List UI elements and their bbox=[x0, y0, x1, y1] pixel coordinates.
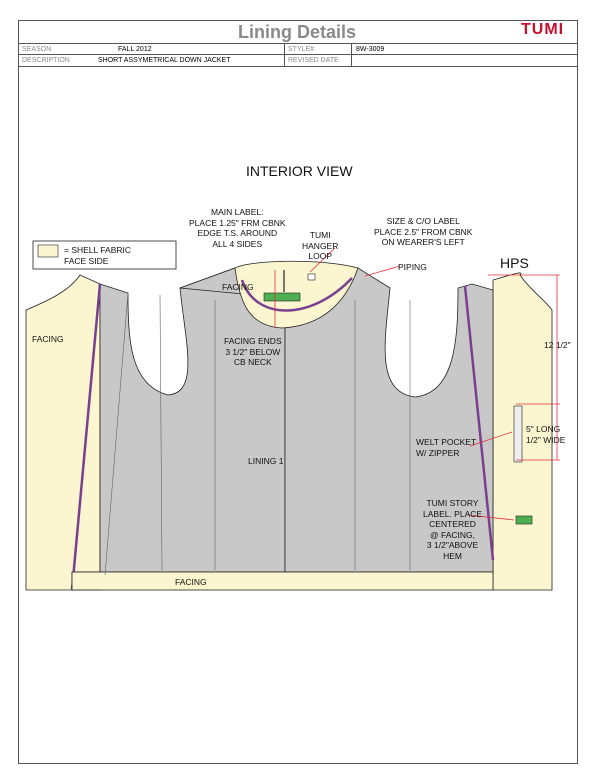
description-value: SHORT ASSYMETRICAL DOWN JACKET bbox=[98, 57, 231, 64]
legend-swatch bbox=[37, 244, 59, 258]
tumi-logo: TUMI bbox=[521, 21, 565, 38]
style-label: STYLE# bbox=[288, 46, 315, 53]
divider bbox=[351, 55, 352, 66]
length-dimension: 12 1/2" bbox=[544, 340, 571, 350]
divider bbox=[284, 44, 285, 55]
page-title: Lining Details bbox=[237, 22, 356, 42]
main-label-note: MAIN LABEL: PLACE 1.25" FRM CBNK EDGE T.… bbox=[189, 207, 286, 249]
page-frame bbox=[18, 20, 578, 764]
seam-line bbox=[159, 294, 163, 571]
season-value: FALL 2012 bbox=[118, 46, 152, 53]
pocket-dimension: 5" LONG 1/2" WIDE bbox=[526, 424, 566, 445]
view-title: INTERIOR VIEW bbox=[246, 163, 353, 179]
right-piping bbox=[463, 285, 495, 561]
left-facing-label: FACING bbox=[32, 334, 64, 344]
story-label-mark bbox=[515, 515, 533, 525]
welt-pocket-note: WELT POCKET W/ ZIPPER bbox=[416, 437, 477, 458]
collar-piping bbox=[240, 277, 353, 312]
hps-label: HPS bbox=[500, 255, 529, 271]
bottom-facing-label: FACING bbox=[175, 577, 207, 587]
description-label: DESCRIPTION bbox=[22, 57, 70, 64]
season-label: SEASON bbox=[22, 46, 52, 53]
divider bbox=[284, 55, 285, 66]
style-value: 8W-3009 bbox=[356, 46, 385, 53]
revised-label: REVISED DATE bbox=[288, 57, 339, 64]
hanger-loop-note: TUMI HANGER LOOP bbox=[302, 230, 339, 261]
seam-line bbox=[104, 292, 129, 576]
left-piping bbox=[70, 283, 102, 591]
divider bbox=[351, 44, 352, 55]
left-facing-panel bbox=[25, 274, 101, 591]
bottom-facing-band bbox=[71, 571, 494, 591]
header-row-2: DESCRIPTION SHORT ASSYMETRICAL DOWN JACK… bbox=[18, 54, 578, 67]
header-row-1: SEASON FALL 2012 STYLE# 8W-3009 bbox=[18, 43, 578, 55]
dimension-lines bbox=[274, 247, 560, 521]
story-label-note: TUMI STORY LABEL. PLACE CENTERED @ FACIN… bbox=[423, 498, 483, 561]
piping-note: PIPING bbox=[398, 262, 427, 272]
lining-label: LINING 1 bbox=[248, 456, 284, 466]
collar-facing-label: FACING bbox=[222, 282, 254, 292]
facing-ends-note: FACING ENDS 3 1/2" BELOW CB NECK bbox=[224, 336, 282, 367]
size-label-note: SIZE & C/O LABEL PLACE 2.5" FROM CBNK ON… bbox=[374, 216, 473, 247]
welt-pocket-mark bbox=[513, 405, 523, 463]
legend-text: = SHELL FABRIC FACE SIDE bbox=[64, 245, 132, 266]
size-label-mark bbox=[307, 273, 316, 281]
main-label-mark bbox=[263, 292, 301, 302]
